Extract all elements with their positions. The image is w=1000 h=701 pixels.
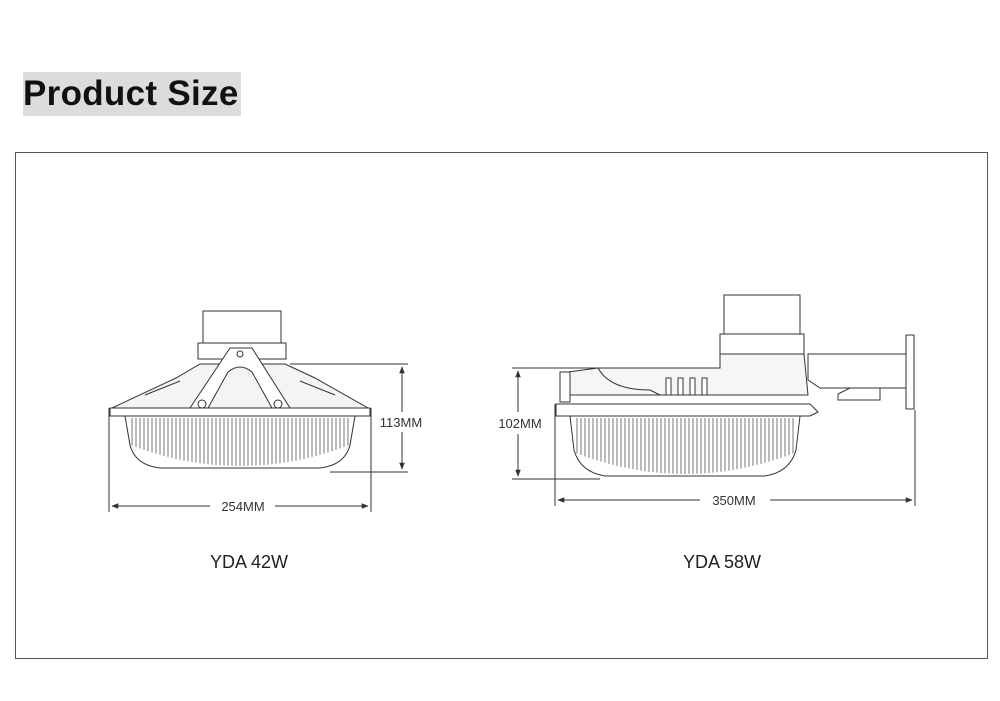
- photocell-58w: [723, 294, 801, 336]
- height-label-42w: 113MM: [380, 415, 422, 430]
- fixture-42w-drawing: [109, 310, 371, 469]
- model-label-42w: YDA 42W: [210, 552, 288, 572]
- page-title: Product Size: [23, 74, 239, 113]
- height-label-58w: 102MM: [498, 416, 541, 431]
- photocell-42w: [202, 310, 282, 346]
- model-label-58w: YDA 58W: [683, 552, 761, 572]
- width-label-42w: 254MM: [221, 499, 264, 514]
- fixture-58w-drawing: [555, 294, 915, 477]
- drawing-frame: [15, 152, 988, 659]
- section-heading: Product Size: [23, 72, 241, 116]
- width-label-58w: 350MM: [712, 493, 755, 508]
